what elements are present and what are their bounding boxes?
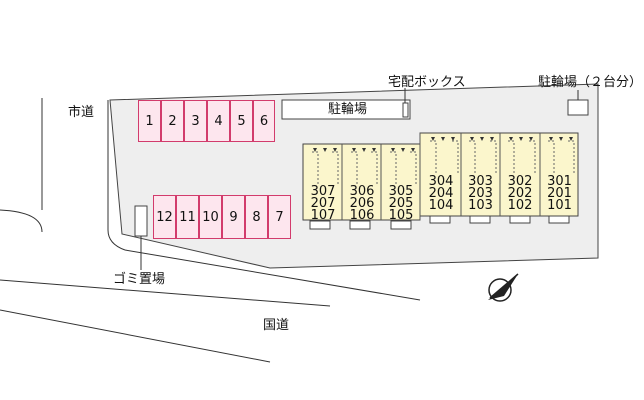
national-road-edge (0, 309, 271, 363)
unit-number: 304 (428, 174, 454, 189)
bicycle-parking-area (281, 99, 411, 120)
parking-space: 5 (230, 100, 253, 142)
parking-space: 12 (153, 195, 176, 239)
unit-number: 105 (388, 208, 414, 223)
unit-number: 204 (428, 186, 454, 201)
city-road-edge (0, 209, 43, 233)
unit-number: 201 (547, 186, 572, 201)
delivery-box-label: 宅配ボックス (388, 75, 466, 90)
parking-space: 8 (245, 195, 268, 239)
parking-space: 7 (268, 195, 291, 239)
national-road-edge (0, 279, 331, 307)
unit-number: 203 (468, 186, 493, 201)
unit-number: 303 (468, 174, 493, 189)
national-road-edge (124, 249, 421, 301)
city-road-edge (107, 100, 126, 251)
bicycle-parking-2-label: 駐輪場（２台分） (538, 75, 643, 90)
bicycle-parking-label: 駐輪場 (328, 102, 368, 117)
unit-numbers: 307 207 107 (305, 184, 341, 223)
unit-number: 207 (310, 196, 336, 211)
parking-space: 9 (222, 195, 245, 239)
unit-number: 206 (349, 196, 375, 211)
meter-boxes (309, 215, 570, 230)
garbage-area (134, 205, 148, 237)
parking-space: 11 (176, 195, 199, 239)
parking-space: 3 (184, 100, 207, 142)
unit-dividers (341, 133, 541, 220)
unit-number: 107 (310, 208, 336, 223)
parking-space: 10 (199, 195, 222, 239)
unit-number: 305 (388, 184, 414, 199)
unit-number: 307 (310, 184, 336, 199)
bicycle-parking-2-area (567, 99, 589, 116)
city-road-label: 市道 (68, 105, 95, 120)
parking-space: 6 (253, 100, 275, 142)
garbage-label: ゴミ置場 (113, 272, 166, 287)
compass-arrow-icon (488, 273, 519, 302)
national-road-label: 国道 (263, 318, 290, 333)
parking-space: 2 (161, 100, 184, 142)
unit-number: 106 (349, 208, 375, 223)
unit-numbers: 301 201 101 (541, 174, 578, 213)
unit-numbers: 306 206 106 (344, 184, 380, 223)
unit-number: 104 (428, 198, 454, 213)
parking-space: 1 (138, 100, 161, 142)
parking-space: 4 (207, 100, 230, 142)
unit-number: 301 (547, 174, 572, 189)
unit-number: 101 (547, 198, 572, 213)
unit-entrance-hints (312, 140, 575, 186)
unit-numbers: 302 202 102 (501, 174, 539, 213)
unit-numbers: 304 204 104 (422, 174, 460, 213)
unit-numbers: 305 205 105 (383, 184, 419, 223)
unit-number: 103 (468, 198, 493, 213)
unit-number: 205 (388, 196, 414, 211)
door-markers (313, 137, 573, 152)
unit-number: 306 (349, 184, 375, 199)
unit-number: 202 (507, 186, 533, 201)
unit-number: 302 (507, 174, 533, 189)
delivery-box (402, 102, 409, 118)
unit-numbers: 303 203 103 (462, 174, 499, 213)
unit-number: 102 (507, 198, 533, 213)
